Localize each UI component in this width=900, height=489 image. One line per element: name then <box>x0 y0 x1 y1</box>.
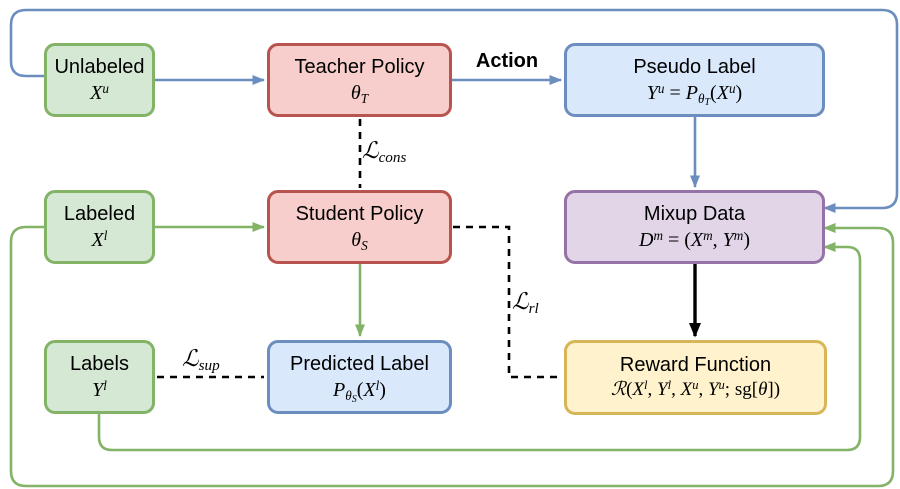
teacher-title: Teacher Policy <box>294 56 425 78</box>
mixup-data-box: Mixup Data Dm = (Xm, Ym) <box>564 190 825 264</box>
student-policy-box: Student Policy θS <box>267 190 452 264</box>
edge-rl-loss-dashed <box>453 225 562 379</box>
student-formula: θS <box>351 229 368 253</box>
labeled-formula: Xl <box>91 228 108 251</box>
unlabeled-data-box: Unlabeled Xu <box>44 43 155 117</box>
pseudo-title: Pseudo Label <box>633 56 756 78</box>
labels-formula: Yl <box>92 378 107 401</box>
action-edge-label: Action <box>475 50 539 72</box>
mixup-title: Mixup Data <box>643 203 746 225</box>
supervised-loss-label: ℒsup <box>182 346 220 375</box>
edge-labels-to-mixup <box>97 242 862 452</box>
reward-title: Reward Function <box>619 354 772 377</box>
labels-box: Labels Yl <box>44 340 155 414</box>
rl-loss-label: ℒrl <box>512 289 539 318</box>
edge-labeled-to-mixup <box>9 223 895 488</box>
edge-unlabeled-to-mixup <box>9 8 899 213</box>
reward-formula: ℛ(Xl, Yl, Xu, Yu; sg[θ]) <box>610 378 781 401</box>
pseudo-formula: Yu = PθT(Xu) <box>646 81 743 109</box>
teacher-formula: θT <box>350 82 369 106</box>
reward-function-box: Reward Function ℛ(Xl, Yl, Xu, Yu; sg[θ]) <box>564 340 827 415</box>
pseudo-label-box: Pseudo Label Yu = PθT(Xu) <box>564 43 825 117</box>
consistency-loss-label: ℒcons <box>362 138 407 167</box>
mixup-formula: Dm = (Xm, Ym) <box>638 228 750 251</box>
unlabeled-title: Unlabeled <box>54 56 145 78</box>
labeled-title: Labeled <box>63 203 136 225</box>
labels-title: Labels <box>70 353 129 375</box>
labeled-data-box: Labeled Xl <box>44 190 155 264</box>
student-title: Student Policy <box>295 203 424 225</box>
teacher-policy-box: Teacher Policy θT <box>267 43 452 117</box>
predicted-formula: PθS(Xl) <box>333 378 386 406</box>
predicted-title: Predicted Label <box>290 353 429 375</box>
predicted-label-box: Predicted Label PθS(Xl) <box>267 340 452 414</box>
unlabeled-formula: Xu <box>90 81 109 104</box>
